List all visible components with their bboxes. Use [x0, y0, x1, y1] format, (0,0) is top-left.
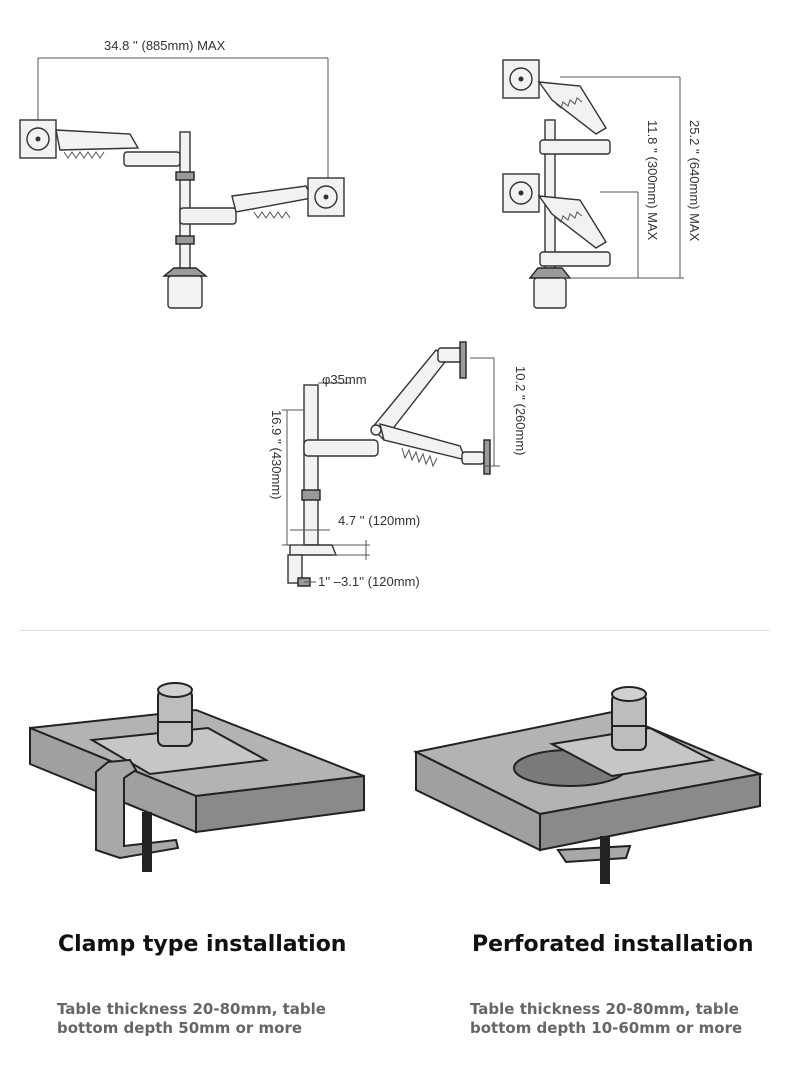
dual-arm-width-diagram: 34.8 '' (885mm) MAX — [19, 38, 345, 309]
upper-arm — [537, 81, 607, 135]
clamp-desc-line1: Table thickness 20-80mm, table — [57, 1000, 326, 1018]
left-arm — [55, 129, 140, 151]
clamp-install-title: Clamp type installation — [58, 932, 347, 957]
pole-diameter-label: φ35mm — [322, 372, 367, 387]
clamp-offset-label: 4.7 '' (120mm) — [338, 513, 420, 528]
perforated-desc-line1: Table thickness 20-80mm, table — [470, 1000, 739, 1018]
gap-height-label: 11.8 '' (300mm) MAX — [645, 120, 660, 241]
clamp-install-description: Table thickness 20-80mm, table bottom de… — [57, 1000, 326, 1038]
stacked-height-diagram: 11.8 '' (300mm) MAX 25.2 '' (640mm) MAX — [502, 59, 702, 309]
c-clamp — [95, 758, 180, 860]
perforated-installation-illustration — [412, 686, 764, 884]
center-pole — [179, 131, 191, 273]
perforated-desc-line2: bottom depth 10-60mm or more — [470, 1019, 743, 1037]
max-width-label: 34.8 '' (885mm) MAX — [104, 38, 226, 53]
upper-vesa-plate — [502, 59, 540, 99]
clamp-post — [157, 689, 193, 747]
perforated-install-description: Table thickness 20-80mm, table bottom de… — [470, 1000, 742, 1038]
pole-height-label: 16.9 '' (430mm) — [269, 410, 284, 500]
base-clamp — [167, 275, 203, 309]
clamp-installation-illustration — [29, 682, 365, 872]
total-height-label: 25.2 '' (640mm) MAX — [687, 120, 702, 242]
lower-arm — [537, 195, 607, 249]
section-divider — [20, 630, 770, 631]
perforated-screw — [600, 836, 610, 884]
stack-base-clamp — [533, 277, 567, 309]
right-arm — [231, 185, 314, 213]
perforated-post — [611, 693, 647, 751]
perforated-install-title: Perforated installation — [472, 932, 754, 957]
side-profile-diagram: φ35mm 16.9 '' (430mm) 10.2 '' (260mm) 4.… — [269, 341, 528, 589]
profile-pole — [303, 384, 319, 546]
arm-reach-label: 10.2 '' (260mm) — [513, 366, 528, 456]
clamp-desc-line2: bottom depth 50mm or more — [57, 1019, 303, 1037]
clamp-screw — [142, 812, 152, 872]
clamp-range-label: 1'' –3.1'' (120mm) — [318, 574, 420, 589]
